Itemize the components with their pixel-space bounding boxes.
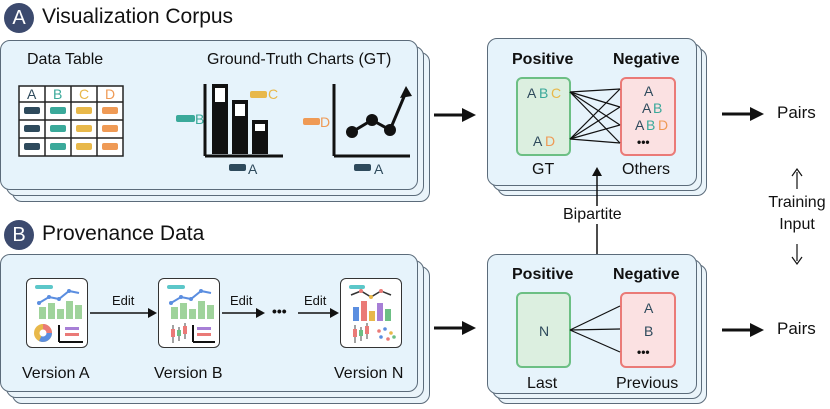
pairs-top-output: Pairs bbox=[777, 103, 816, 122]
pairs-top-positive-label: Positive bbox=[512, 51, 574, 68]
table-header-d: D bbox=[105, 86, 116, 102]
line-chart-graphic bbox=[303, 84, 412, 171]
bar-chart-c-label: C bbox=[268, 86, 279, 102]
gt-charts-label: Ground-Truth Charts (GT) bbox=[207, 51, 392, 68]
neg-row3-b: B bbox=[646, 117, 656, 133]
edit-arrow-3 bbox=[298, 308, 339, 318]
section-b-title: Provenance Data bbox=[42, 222, 205, 245]
pairs-top-negative-caption: Others bbox=[622, 161, 671, 178]
pos-n: N bbox=[539, 323, 550, 339]
neg-row3-d: D bbox=[658, 117, 669, 133]
arrow-a-to-pairs bbox=[434, 108, 476, 122]
dashboard-thumb-a bbox=[34, 285, 83, 343]
neg-row1-a: A bbox=[644, 83, 654, 99]
pairs-top-negative-label: Negative bbox=[613, 51, 680, 68]
training-arrow-up bbox=[791, 167, 803, 189]
training-input-line1: Training bbox=[768, 194, 826, 211]
bar-chart-a-label: A bbox=[248, 161, 258, 177]
version-b-thumbnail bbox=[158, 278, 220, 348]
section-b-badge: B bbox=[4, 220, 34, 250]
pairs-top-negative-box: A A B A B D ••• bbox=[620, 77, 676, 156]
pairs-bottom-negative-caption: Previous bbox=[616, 375, 679, 392]
section-a-title: Visualization Corpus bbox=[42, 5, 234, 28]
neg-row2-a: A bbox=[642, 100, 652, 116]
table-header-b: B bbox=[53, 86, 63, 102]
pairs-top-positive-caption: GT bbox=[532, 161, 555, 178]
bipartite-lines-bottom bbox=[569, 305, 621, 353]
pairs-bottom-negative-label: Negative bbox=[613, 266, 680, 283]
pairs-bottom-positive-box: N bbox=[516, 292, 571, 368]
edit-arrow-1 bbox=[90, 308, 157, 318]
dashboard-thumb-n bbox=[349, 285, 396, 343]
version-a-thumbnail bbox=[26, 278, 88, 348]
pairs-bottom-output: Pairs bbox=[777, 319, 816, 338]
pos-b: B bbox=[539, 85, 549, 101]
bipartite-label: Bipartite bbox=[561, 206, 624, 224]
neg-bottom-b: B bbox=[644, 323, 654, 339]
ellipsis: ••• bbox=[272, 303, 287, 319]
section-a-badge: A bbox=[4, 3, 34, 33]
dashboard-thumb-b bbox=[167, 285, 215, 343]
table-header-a: A bbox=[27, 86, 37, 102]
pairs-bottom-positive-caption: Last bbox=[527, 375, 558, 392]
pos-a2: A bbox=[533, 133, 543, 149]
pos-a: A bbox=[527, 85, 537, 101]
neg-bottom-more: ••• bbox=[637, 345, 650, 359]
bar-chart-b-label: B bbox=[195, 111, 205, 127]
bipartite-lines-top bbox=[569, 88, 621, 144]
version-a-label: Version A bbox=[22, 365, 90, 382]
neg-row2-b: B bbox=[653, 100, 663, 116]
line-chart-d-label: D bbox=[320, 114, 331, 130]
version-b-label: Version B bbox=[154, 365, 223, 382]
table-header-c: C bbox=[79, 86, 90, 102]
edit-arrow-2 bbox=[222, 308, 265, 318]
edit-label-2: Edit bbox=[230, 293, 253, 308]
data-table-label: Data Table bbox=[27, 51, 104, 68]
bar-chart-graphic bbox=[176, 84, 283, 171]
training-arrow-down bbox=[791, 244, 803, 266]
data-table-grid bbox=[18, 85, 124, 157]
pos-d: D bbox=[545, 133, 556, 149]
pairs-bottom-positive-label: Positive bbox=[512, 266, 574, 283]
training-input-line2: Input bbox=[779, 216, 815, 233]
gt-bar-chart: B C A bbox=[175, 80, 285, 180]
data-table-icon: A B C D bbox=[18, 85, 124, 157]
pos-c: C bbox=[551, 85, 562, 101]
edit-label-1: Edit bbox=[112, 293, 135, 308]
arrow-top-to-output bbox=[722, 107, 764, 121]
edit-label-3: Edit bbox=[304, 293, 327, 308]
neg-row3-a: A bbox=[635, 117, 645, 133]
neg-more: ••• bbox=[637, 135, 650, 149]
pairs-top-positive-box: A B C A D bbox=[516, 77, 571, 156]
line-chart-a-label: A bbox=[374, 161, 384, 177]
gt-line-chart: D A bbox=[302, 80, 414, 180]
version-n-label: Version N bbox=[334, 365, 404, 382]
arrow-bottom-to-output bbox=[722, 323, 764, 337]
arrow-b-to-pairs bbox=[434, 321, 476, 335]
neg-bottom-a: A bbox=[644, 300, 654, 316]
pairs-bottom-negative-box: A B ••• bbox=[620, 292, 676, 368]
version-n-thumbnail bbox=[340, 278, 402, 348]
